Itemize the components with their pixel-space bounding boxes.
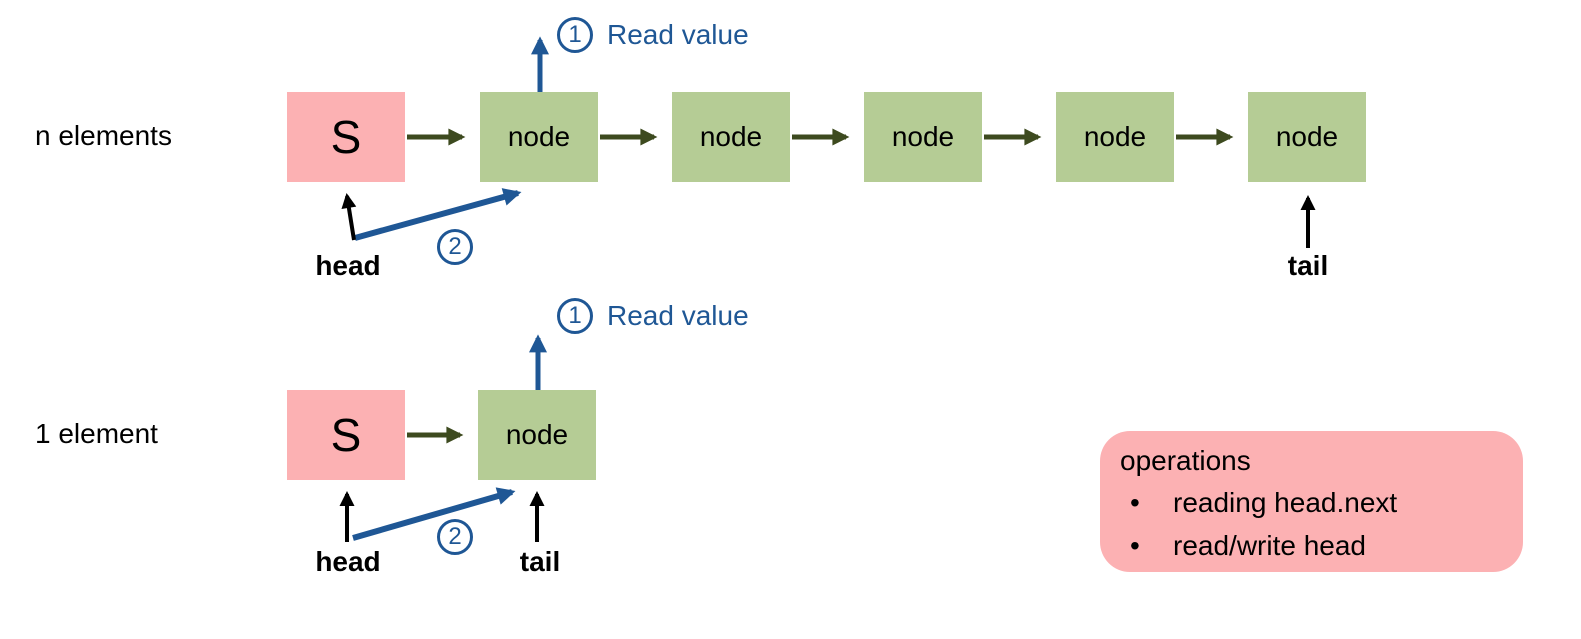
node-box: node: [672, 92, 790, 182]
row-label-1-element: 1 element: [35, 418, 158, 449]
head-label-bottom: head: [315, 546, 381, 577]
operations-title: operations: [1120, 445, 1251, 476]
operations-item: • read/write head: [1120, 524, 1505, 567]
stack-letter: S: [330, 409, 362, 461]
read-value-label: Read value: [607, 300, 749, 331]
stack-letter: S: [330, 111, 362, 163]
circled-1-icon: 1: [557, 298, 593, 334]
bullet-icon: •: [1130, 530, 1140, 561]
node-box: node: [864, 92, 982, 182]
stack-box-bottom: S: [287, 390, 405, 480]
node-box: node: [478, 390, 596, 480]
circled-2-icon: 2: [437, 519, 473, 555]
node-label: node: [507, 121, 571, 152]
step-2-marker-bottom: 2: [437, 519, 473, 555]
operations-item: • reading head.next: [1120, 481, 1505, 524]
row-label-n-elements: n elements: [35, 120, 172, 151]
step-2-marker-top: 2: [437, 229, 473, 265]
operations-item-text: reading head.next: [1173, 487, 1398, 518]
circled-2-icon: 2: [437, 229, 473, 265]
bullet-icon: •: [1130, 487, 1140, 518]
node-box: node: [1248, 92, 1366, 182]
node-label: node: [1083, 121, 1147, 152]
node-box: node: [480, 92, 598, 182]
step-1-read-value-bottom: 1 Read value: [557, 298, 749, 334]
node-label: node: [891, 121, 955, 152]
step-1-read-value-top: 1 Read value: [557, 17, 749, 53]
tail-label-bottom: tail: [519, 546, 561, 577]
head-to-node-arrow-bottom: [352, 487, 516, 541]
head-pointer-arrow-top: [341, 193, 357, 241]
tail-label-top: tail: [1287, 250, 1329, 281]
circled-1-icon: 1: [557, 17, 593, 53]
operations-panel: operations • reading head.next • read/wr…: [1100, 431, 1523, 572]
operations-item-text: read/write head: [1173, 530, 1367, 561]
read-value-label: Read value: [607, 19, 749, 50]
head-label-top: head: [315, 250, 381, 281]
node-label: node: [1275, 121, 1339, 152]
node-label: node: [699, 121, 763, 152]
stack-box-top: S: [287, 92, 405, 182]
node-box: node: [1056, 92, 1174, 182]
node-label: node: [505, 419, 569, 450]
